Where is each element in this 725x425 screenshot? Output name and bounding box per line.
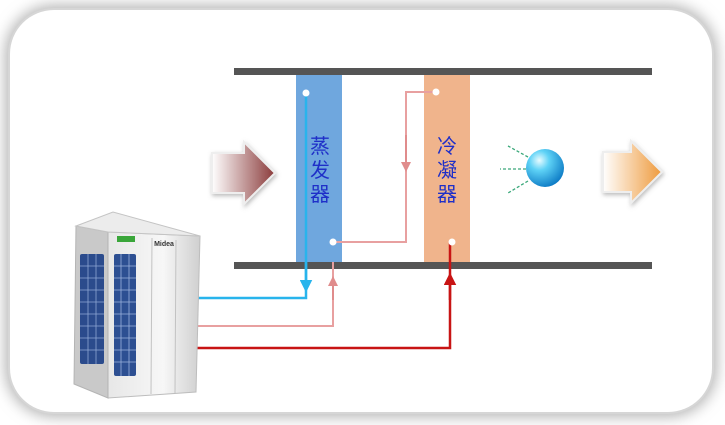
evaporator-coil (296, 75, 342, 262)
evaporator-outlet-node (329, 238, 337, 246)
evaporator-label-char: 发 (310, 158, 330, 182)
duct-top-wall (234, 68, 652, 75)
condenser-label-char: 器 (437, 182, 457, 206)
condenser-label: 冷 凝 器 (435, 134, 459, 206)
evaporator-label: 蒸 发 器 (308, 134, 332, 206)
outdoor-unit-image: Midea (73, 211, 201, 399)
air-inlet-arrow-icon (211, 139, 277, 207)
condenser-label-char: 冷 (437, 134, 457, 158)
evaporator-inlet-node (302, 89, 310, 97)
condenser-coil (424, 75, 470, 262)
condenser-label-char: 凝 (437, 158, 457, 182)
duct-bottom-wall (234, 262, 652, 269)
unit-green-badge (117, 236, 135, 242)
condenser-inlet-node (432, 88, 440, 96)
liquid-line-pipe (193, 95, 308, 300)
suction-line-pipe (193, 262, 334, 327)
evaporator-label-char: 蒸 (310, 134, 330, 158)
condenser-outlet-node (448, 238, 456, 246)
air-particle-icon (500, 145, 564, 194)
evaporator-label-char: 器 (310, 182, 330, 206)
evaporator-to-condenser-pipe (333, 91, 436, 243)
air-outlet-arrow-icon (602, 138, 664, 206)
unit-brand-logo: Midea (154, 241, 174, 248)
